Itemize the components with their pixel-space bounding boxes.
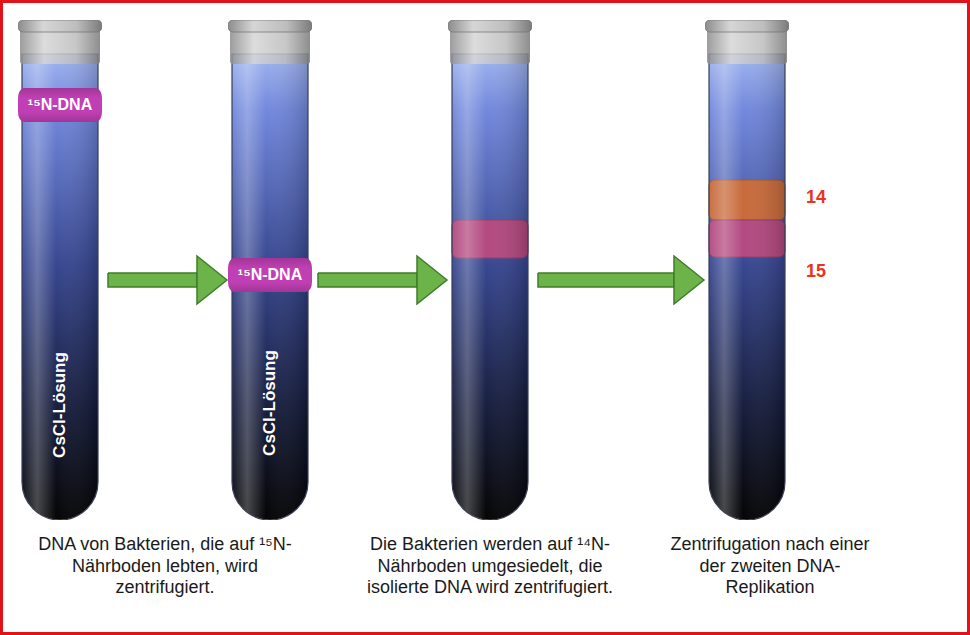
test-tube: Die Bakterien werden auf ¹⁴N-Nährboden u…: [448, 20, 532, 520]
tube-rim: [230, 28, 310, 64]
tube-glass: [705, 20, 789, 520]
tube-lip: [705, 20, 789, 32]
process-arrow: [538, 256, 704, 304]
step-caption: Zentrifugation nach einer der zweiten DN…: [670, 534, 870, 599]
arrow-head: [197, 256, 227, 304]
dna-band: ¹⁵N-DNA: [18, 88, 102, 122]
step-caption: Die Bakterien werden auf ¹⁴N-Nährboden u…: [359, 534, 621, 599]
glass-outline: [452, 54, 528, 520]
cscl-solution: [22, 54, 98, 520]
step-caption: DNA von Bakterien, die auf ¹⁵N-Nährboden…: [34, 534, 296, 599]
solution-label: CsCl-Lösung: [50, 352, 70, 458]
band-label: ¹⁵N-DNA: [238, 266, 302, 284]
test-tube: CsCl-LösungDNA von Bakterien, die auf ¹⁵…: [18, 20, 102, 520]
glass-outline: [709, 54, 785, 520]
tube-lip: [228, 20, 312, 32]
test-tube: Zentrifugation nach einer der zweiten DN…: [705, 20, 789, 520]
tube-rim: [450, 28, 530, 64]
tube-rim: [20, 28, 100, 64]
band-number: 14: [806, 187, 826, 208]
tube-rim: [707, 28, 787, 64]
arrow-shaft: [318, 273, 417, 287]
tube-glass: [448, 20, 532, 520]
arrow-head: [674, 256, 704, 304]
band-label: ¹⁵N-DNA: [28, 96, 92, 114]
tube-lip: [448, 20, 532, 32]
solution-label: CsCl-Lösung: [260, 350, 280, 456]
arrow-shaft: [538, 273, 674, 287]
dna-band: ¹⁵N-DNA: [228, 258, 312, 292]
cscl-solution: [452, 54, 528, 520]
arrow-shaft: [108, 273, 197, 287]
cscl-solution: [709, 54, 785, 520]
process-arrow: [318, 256, 447, 304]
test-tube: CsCl-Lösung ¹⁵N-DNA: [228, 20, 312, 520]
band-number: 15: [806, 261, 826, 282]
process-arrow: [108, 256, 227, 304]
arrow-head: [417, 256, 447, 304]
glass-outline: [22, 54, 98, 520]
tube-lip: [18, 20, 102, 32]
